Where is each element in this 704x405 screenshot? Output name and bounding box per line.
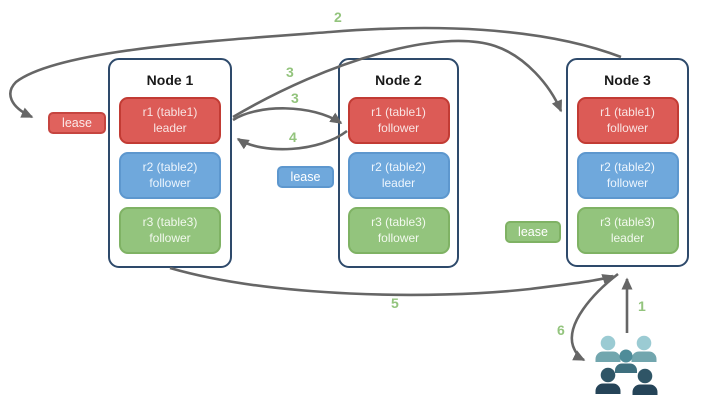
step-label-3b: 3	[291, 90, 299, 106]
replica-id: r2 (table2)	[371, 159, 426, 174]
replica-id: r3 (table3)	[142, 214, 198, 229]
node-2: Node 2 r1 (table1) follower r2 (table2) …	[338, 58, 459, 268]
replica-id: r1 (table1)	[371, 104, 426, 119]
node-3-title: Node 3	[604, 72, 651, 88]
node-2-title: Node 2	[375, 72, 422, 88]
node-3-replica-r3: r3 (table3) leader	[576, 207, 679, 254]
node-1-replica-r2: r2 (table2) follower	[119, 152, 221, 199]
replica-id: r1 (table1)	[142, 104, 198, 119]
replica-role: follower	[606, 175, 649, 190]
replica-id: r1 (table1)	[600, 104, 655, 119]
replica-role: follower	[606, 120, 649, 135]
replica-role: leader	[610, 230, 645, 245]
node-3-replica-r1: r1 (table1) follower	[576, 97, 679, 144]
node-1-title: Node 1	[146, 72, 194, 88]
arrow-step5-node1-to-node3	[169, 266, 615, 297]
lease-badge-r1: lease	[48, 112, 106, 134]
node-2-replica-r1: r1 (table1) follower	[347, 97, 450, 144]
step-label-6: 6	[557, 322, 565, 338]
replica-id: r3 (table3)	[600, 214, 655, 229]
lease-badge-r2: lease	[277, 166, 334, 188]
node-3: Node 3 r1 (table1) follower r2 (table2) …	[566, 58, 689, 267]
step-label-4: 4	[289, 129, 297, 145]
arrow-step2-node3-to-lease	[9, 26, 622, 119]
step-label-2: 2	[334, 9, 342, 25]
replica-id: r2 (table2)	[142, 159, 198, 174]
replica-role: leader	[381, 175, 416, 190]
replica-role: follower	[149, 175, 191, 190]
node-1-replica-r1: r1 (table1) leader	[119, 97, 221, 144]
replica-id: r3 (table3)	[371, 214, 426, 229]
arrow-step6-node3-to-clients	[570, 272, 619, 362]
node-1: Node 1 r1 (table1) leader r2 (table2) fo…	[108, 58, 232, 268]
arrow-step3-leader-to-node2-follower	[232, 107, 343, 125]
node-1-replica-r3: r3 (table3) follower	[119, 207, 221, 254]
replica-role: follower	[377, 230, 420, 245]
node-3-replica-r2: r2 (table2) follower	[576, 152, 679, 199]
step-label-5: 5	[391, 295, 399, 311]
step-label-3a: 3	[286, 64, 294, 80]
replica-role: follower	[149, 230, 191, 245]
users-icon	[595, 335, 658, 395]
node-2-replica-r2: r2 (table2) leader	[347, 152, 450, 199]
replica-role: follower	[377, 120, 420, 135]
lease-badge-r3: lease	[505, 221, 561, 243]
step-label-1: 1	[638, 298, 646, 314]
node-2-replica-r3: r3 (table3) follower	[347, 207, 450, 254]
replica-role: leader	[153, 120, 187, 135]
replica-id: r2 (table2)	[600, 159, 655, 174]
